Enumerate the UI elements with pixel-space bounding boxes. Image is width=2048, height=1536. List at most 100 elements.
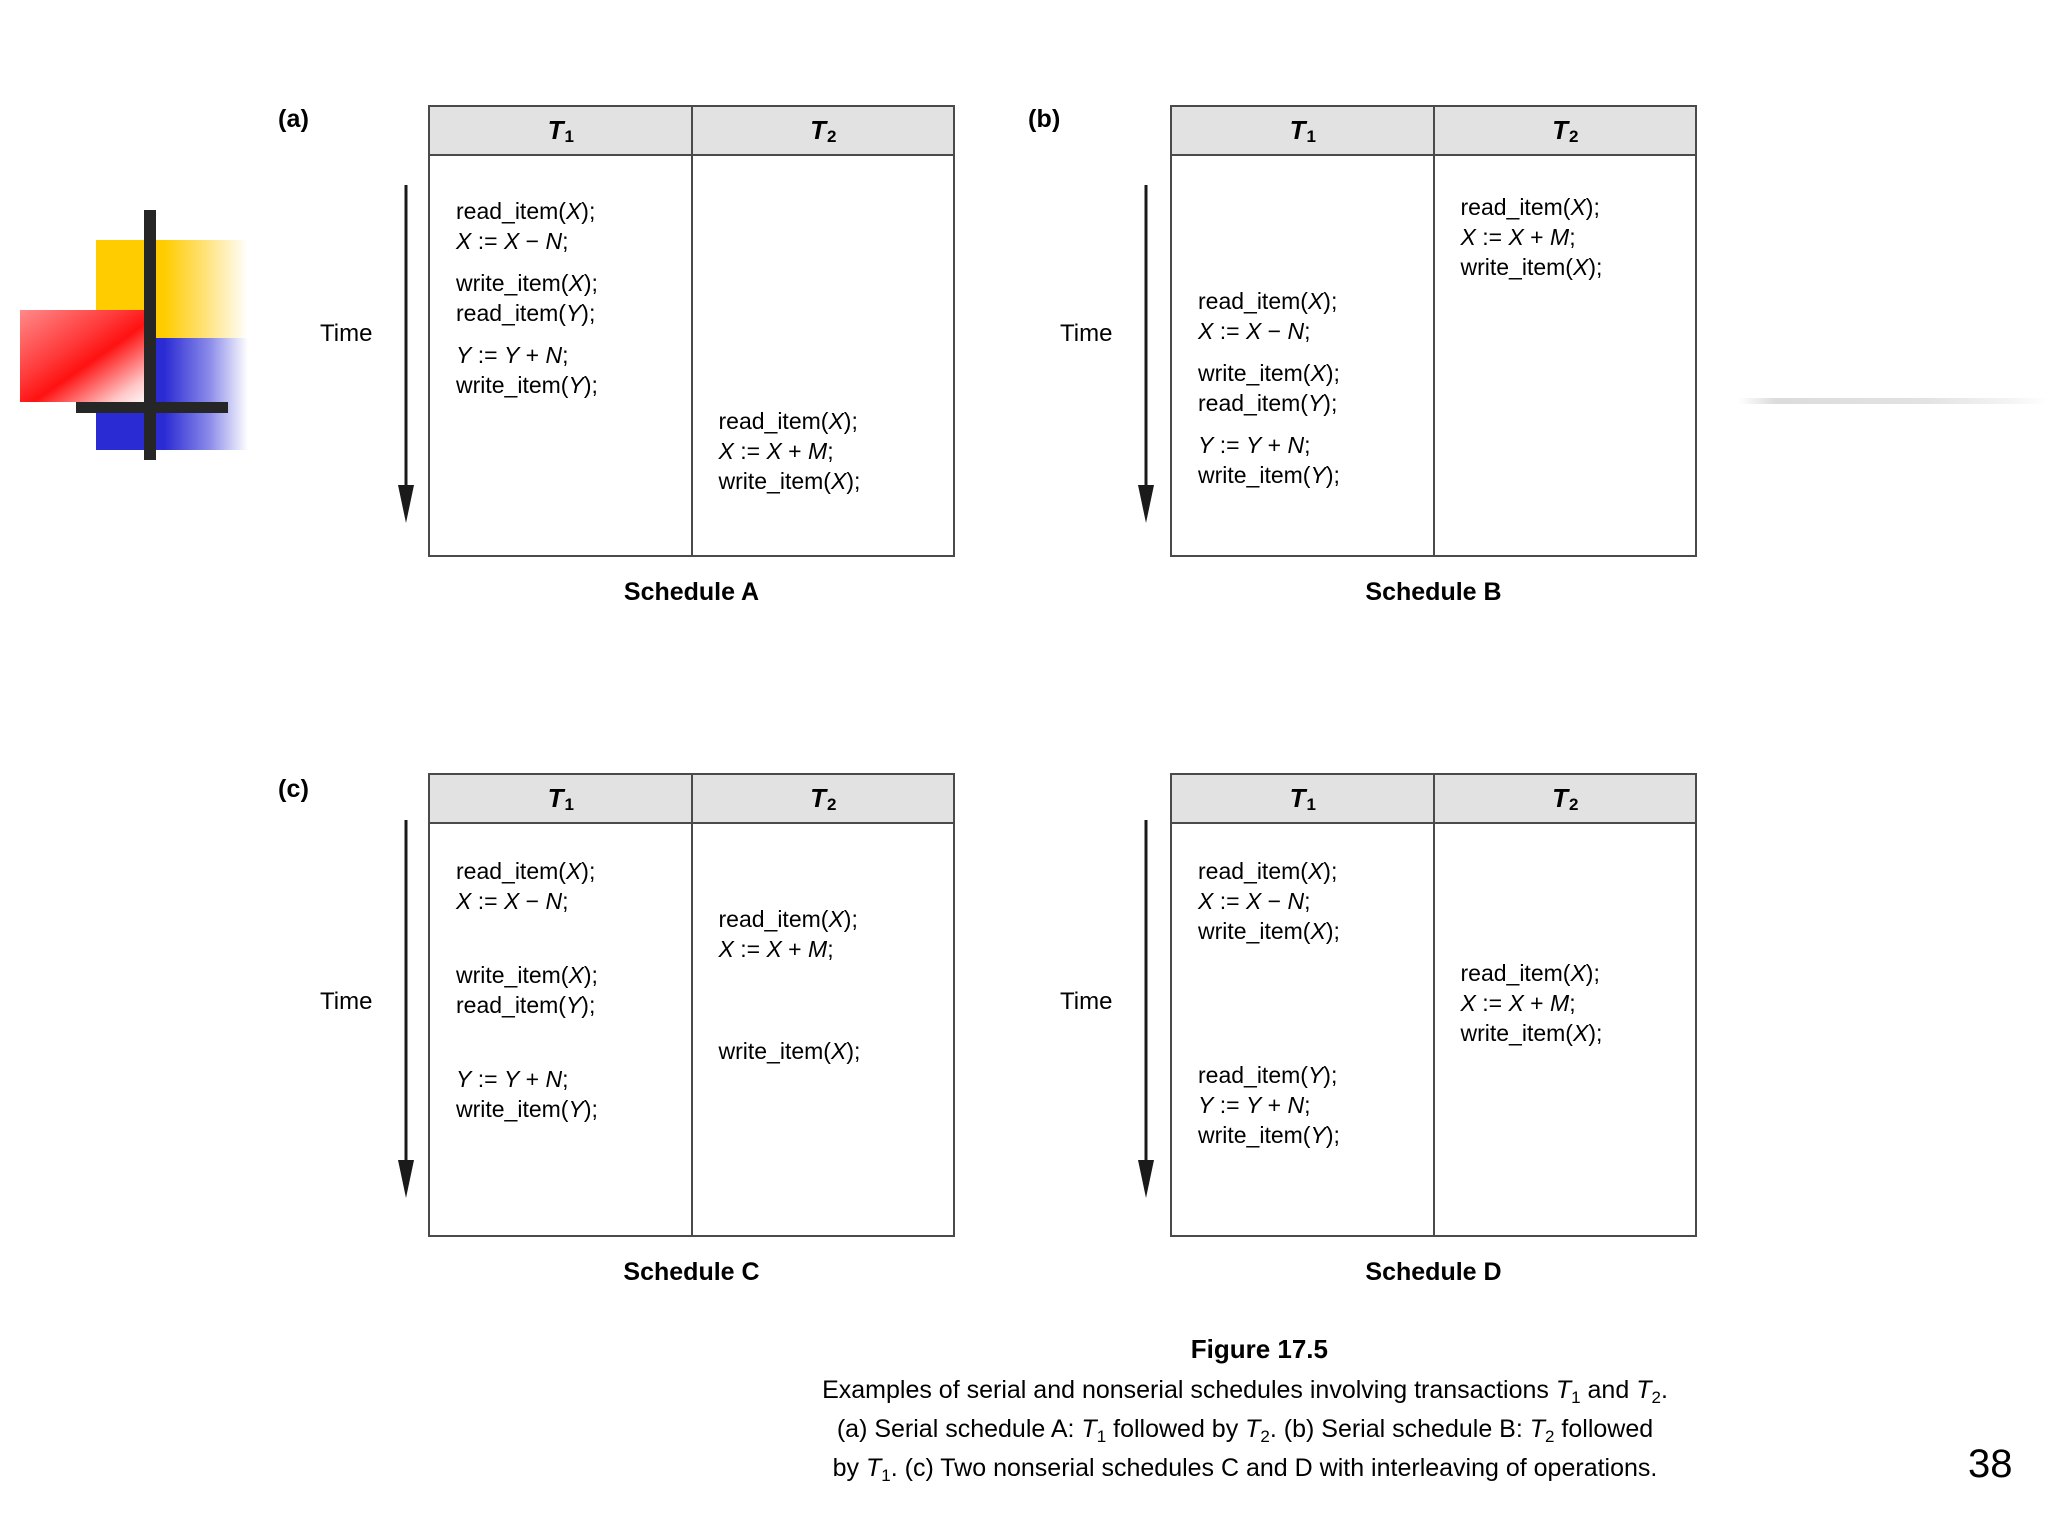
operation-line: write_item(X);	[718, 1038, 861, 1064]
schedule-b-body: read_item(X);X := X − N;write_item(X);re…	[1172, 156, 1695, 555]
operation-line: read_item(Y);	[456, 992, 596, 1018]
figure-caption-line-1: Examples of serial and nonserial schedul…	[822, 1376, 1668, 1407]
operation-line: write_item(Y);	[1198, 1122, 1340, 1148]
operation-line: Y := Y + N;	[1198, 1092, 1311, 1118]
schedule-b-t1-cell: read_item(X);X := X − N;write_item(X);re…	[1172, 156, 1435, 555]
schedule-b-caption: Schedule B	[1365, 578, 1502, 606]
schedule-a-caption: Schedule A	[623, 578, 760, 606]
decorative-rule	[1738, 398, 2048, 404]
schedule-b-t2-cell: read_item(X);X := X + M;write_item(X);	[1435, 156, 1696, 555]
schedule-a-body: read_item(X);X := X − N;write_item(X);re…	[430, 156, 953, 555]
figure-caption-line-2: (a) Serial schedule A: T1 followed by T2…	[836, 1415, 1654, 1446]
operation-line: read_item(Y);	[1198, 1062, 1338, 1088]
operation-block: read_item(X); X := X + M;	[719, 904, 858, 964]
time-label-a: Time	[320, 320, 373, 347]
operation-line: read_item(X);	[718, 906, 858, 932]
operation-line: X := X − N;	[1198, 888, 1311, 914]
logo-horizontal-bar	[76, 402, 228, 413]
operation-line: write_item(X);	[718, 468, 861, 494]
operation-line: X := X + M;	[718, 936, 834, 962]
panel-letter-c: (c)	[278, 775, 310, 803]
operation-block: read_item(X);X := X + M;write_item(X);	[1461, 192, 1603, 282]
operation-line: write_item(Y);	[456, 1096, 598, 1122]
operation-line: write_item(Y);	[456, 372, 598, 398]
operation-line: write_item(X);	[1198, 360, 1340, 386]
time-label-d: Time	[1060, 988, 1113, 1015]
operation-line: Y := Y + N;	[456, 342, 569, 368]
operation-line: write_item(X);	[1460, 1020, 1603, 1046]
operation-line: read_item(Y);	[456, 300, 596, 326]
operation-block: write_item(X); read_item(Y);	[456, 960, 598, 1020]
operation-line: read_item(X);	[1460, 960, 1600, 986]
panel-letter-a: (a)	[278, 105, 310, 133]
operation-block: read_item(Y); Y := Y + N; write_item(Y);	[1198, 1060, 1340, 1150]
operation-block: write_item(X); read_item(Y);	[456, 268, 598, 328]
operation-line: read_item(X);	[456, 198, 596, 224]
time-arrow-b	[1138, 185, 1154, 523]
schedule-c-t1-cell: read_item(X);X := X − N;write_item(X);re…	[430, 824, 693, 1235]
logo-vertical-bar	[144, 210, 156, 460]
operation-block: Y := Y + N; write_item(Y);	[1198, 430, 1340, 490]
operation-block: Y := Y + N; write_item(Y);	[456, 340, 598, 400]
operation-line: write_item(X);	[1198, 918, 1340, 944]
operation-block: write_item(X);	[719, 1036, 861, 1066]
operation-line: Y := Y + N;	[456, 1066, 569, 1092]
operation-line: read_item(X);	[1198, 858, 1338, 884]
operation-line: read_item(X);	[456, 858, 596, 884]
time-label-c: Time	[320, 988, 373, 1015]
operation-line: write_item(Y);	[1198, 462, 1340, 488]
schedule-c-caption: Schedule C	[623, 1258, 760, 1286]
operation-line: X := X − N;	[456, 888, 569, 914]
operation-block: Y := Y + N; write_item(Y);	[456, 1064, 598, 1124]
schedule-a-t2-cell: read_item(X); X := X + M; write_item(X);	[693, 156, 954, 555]
operation-block: read_item(X); X := X − N;	[456, 856, 595, 916]
operation-line: Y := Y + N;	[1198, 432, 1311, 458]
operation-line: X := X − N;	[456, 228, 569, 254]
operation-line: write_item(X);	[456, 270, 598, 296]
operation-block: read_item(X); X := X − N;	[456, 196, 595, 256]
operation-line: read_item(Y);	[1198, 390, 1338, 416]
operation-line: X := X − N;	[1198, 318, 1311, 344]
operation-line: read_item(X);	[718, 408, 858, 434]
operation-line: X := X + M;	[718, 438, 834, 464]
schedule-a-t1-cell: read_item(X);X := X − N;write_item(X);re…	[430, 156, 693, 555]
logo-red-square	[20, 310, 152, 402]
operation-line: write_item(X);	[1460, 254, 1603, 280]
time-arrow-c	[398, 820, 414, 1198]
operation-line: write_item(X);	[456, 962, 598, 988]
operation-line: read_item(X);	[1198, 288, 1338, 314]
decorative-square-logo	[18, 210, 288, 460]
operation-block: write_item(X); read_item(Y);	[1198, 358, 1340, 418]
schedule-c-t2-cell: read_item(X); X := X + M; write_item(X);	[693, 824, 954, 1235]
schedule-d-t1-cell: read_item(X);X := X − N;write_item(X);re…	[1172, 824, 1435, 1235]
schedule-d-caption: Schedule D	[1365, 1258, 1502, 1286]
schedule-d-t2-cell: read_item(X);X := X + M;write_item(X);	[1435, 824, 1696, 1235]
schedule-d-body: read_item(X);X := X − N;write_item(X);re…	[1172, 824, 1695, 1235]
operation-block: read_item(X); X := X + M; write_item(X);	[719, 406, 861, 496]
figure-caption: Examples of serial and nonserial schedul…	[740, 1372, 1750, 1489]
operation-line: X := X + M;	[1460, 224, 1576, 250]
figure-caption-line-3: by T1. (c) Two nonserial schedules C and…	[832, 1454, 1658, 1485]
panel-letter-b: (b)	[1028, 105, 1061, 133]
operation-block: read_item(X);X := X + M;write_item(X);	[1461, 958, 1603, 1048]
schedule-c-body: read_item(X);X := X − N;write_item(X);re…	[430, 824, 953, 1235]
time-arrow-d	[1138, 820, 1154, 1198]
operation-block: read_item(X); X := X − N;	[1198, 286, 1337, 346]
operation-block: read_item(X); X := X − N; write_item(X);	[1198, 856, 1340, 946]
